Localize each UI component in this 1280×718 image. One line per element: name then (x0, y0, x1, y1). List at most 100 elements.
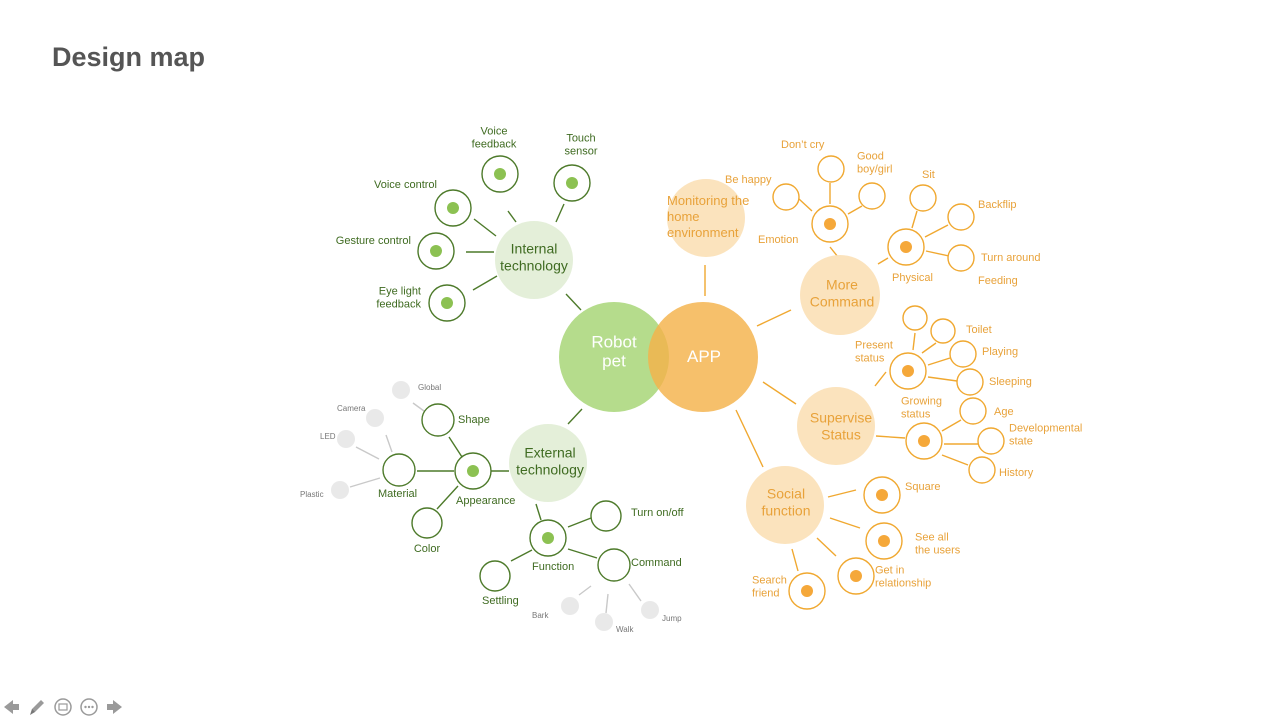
supervise-status-node (797, 387, 875, 465)
physical-label: Physical (892, 272, 933, 284)
sit-label: Sit (922, 169, 935, 181)
present-item-node (902, 305, 928, 331)
connector-line (555, 203, 565, 223)
slideshow-toolbar (0, 696, 126, 718)
connector-line (448, 436, 463, 458)
settling-node (479, 560, 511, 592)
voice-control-label: Voice control (374, 179, 437, 191)
connector-line (827, 489, 857, 498)
connector-line (941, 454, 969, 466)
jump-label: Jump (662, 614, 682, 623)
history-node (968, 456, 996, 484)
search-friend-node-dot (801, 585, 813, 597)
connector-line (628, 583, 642, 602)
backflip-node (947, 203, 975, 231)
material-node (382, 453, 416, 487)
jump-option-node (641, 601, 659, 619)
connector-line (436, 485, 459, 510)
age-node (959, 397, 987, 425)
shape-label: Shape (458, 414, 490, 426)
camera-option-node (366, 409, 384, 427)
history-label: History (999, 467, 1034, 479)
connector-line (927, 376, 958, 382)
app-label: APP (687, 347, 721, 366)
connector-line (791, 548, 799, 572)
sleeping-node (956, 368, 984, 396)
function-label: Function (532, 561, 574, 573)
connector-line (535, 503, 542, 521)
more-command-node (800, 255, 880, 335)
shape-node (421, 403, 455, 437)
gesture-control-node-dot (430, 245, 442, 257)
feeding-label: Feeding (978, 275, 1018, 287)
command-label: Command (631, 557, 682, 569)
get-in-relationship-node-dot (850, 570, 862, 582)
page-title: Design map (52, 42, 206, 72)
connector-line (756, 309, 792, 327)
toilet-node (930, 318, 956, 344)
connector-line (578, 585, 592, 596)
connector-line (941, 419, 962, 432)
backflip-label: Backflip (978, 199, 1017, 211)
connector-line (875, 435, 906, 439)
see-all-users-node-dot (878, 535, 890, 547)
connector-line (567, 408, 583, 425)
material-label: Material (378, 488, 417, 500)
connector-line (507, 210, 517, 223)
connector-line (355, 446, 380, 460)
connector-line (877, 257, 889, 265)
pen-icon[interactable] (26, 696, 48, 718)
voice-control-node-dot (447, 202, 459, 214)
slide-icon[interactable] (52, 696, 74, 718)
playing-label: Playing (982, 346, 1018, 358)
appearance-label: Appearance (456, 495, 515, 507)
voice-feedback-node-dot (494, 168, 506, 180)
connector-line (567, 548, 598, 559)
led-label: LED (320, 432, 336, 441)
connector-line (927, 357, 951, 366)
social-function-node (746, 466, 824, 544)
arrow-right-icon[interactable] (104, 696, 126, 718)
connector-line (472, 275, 498, 291)
robot-pet-node (559, 302, 669, 412)
connector-line (565, 293, 582, 311)
good-boy-girl-node (858, 182, 886, 210)
toilet-label: Toilet (966, 324, 992, 336)
connector-line (925, 250, 950, 257)
walk-label: Walk (616, 625, 634, 634)
dont-cry-label: Don’t cry (781, 139, 825, 151)
internal-technology-node (495, 221, 573, 299)
connector-line (847, 205, 863, 215)
gesture-control-label: Gesture control (336, 235, 411, 247)
walk-option-node (595, 613, 613, 631)
led-option-node (337, 430, 355, 448)
age-label: Age (994, 406, 1014, 418)
present-status-node-dot (902, 365, 914, 377)
developmental-state-node (977, 427, 1005, 455)
camera-label: Camera (337, 404, 366, 413)
more-icon[interactable] (78, 696, 100, 718)
function-node-dot (542, 532, 554, 544)
appearance-node-dot (467, 465, 479, 477)
arrow-left-icon[interactable] (0, 696, 22, 718)
emotion-node-dot (824, 218, 836, 230)
square-label: Square (905, 481, 940, 493)
growing-status-node-dot (918, 435, 930, 447)
connector-line (735, 409, 764, 468)
sit-node (909, 184, 937, 212)
be-happy-label: Be happy (725, 174, 772, 186)
color-node (411, 507, 443, 539)
connector-line (829, 517, 861, 529)
